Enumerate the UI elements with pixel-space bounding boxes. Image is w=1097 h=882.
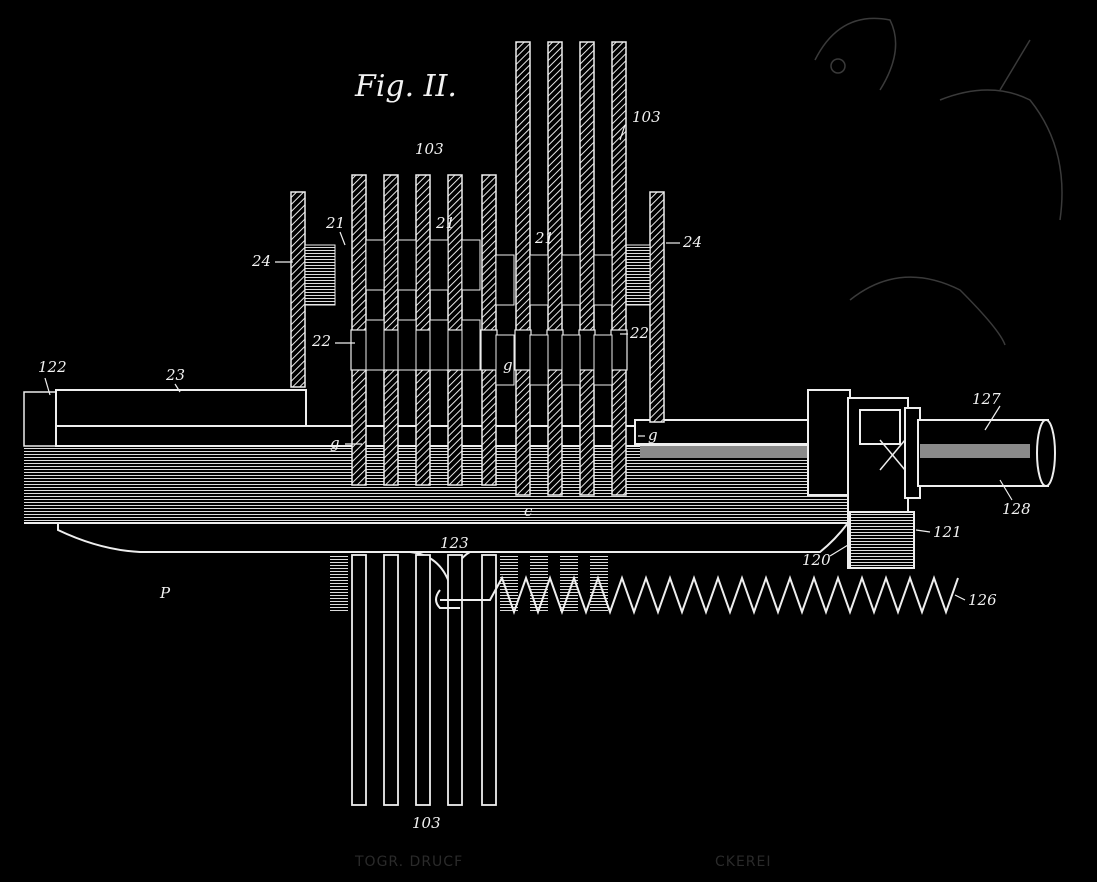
label-23: 23 [165, 366, 185, 384]
label-p: P [159, 584, 171, 602]
lower-rod-4 [481, 554, 497, 806]
spacer-low-0 [365, 319, 385, 371]
spring-hook [435, 589, 460, 609]
lower-tick-2 [530, 555, 548, 611]
lower-tick-0 [330, 555, 348, 611]
spacer-5 [529, 254, 549, 306]
spacer-low-4 [495, 334, 515, 386]
spring-coil [440, 574, 959, 616]
lower-rod-3 [447, 554, 463, 806]
spacer-0 [365, 239, 385, 291]
label-21-b: 21 [435, 214, 455, 232]
label-24-right: 24 [682, 233, 702, 251]
ghost-sketch [814, 17, 1063, 346]
lower-rod-2 [415, 554, 431, 806]
lower-rod-0 [351, 554, 367, 806]
slide-bar-g [634, 419, 811, 458]
spacer-1 [397, 239, 417, 291]
spacer-low-1 [397, 319, 417, 371]
rods-103 [350, 41, 628, 496]
spacer-3 [461, 239, 481, 291]
watermark-right: CKEREI [715, 854, 772, 870]
rod-window-2 [414, 329, 432, 371]
label-120: 120 [802, 551, 831, 569]
label-123: 123 [440, 534, 469, 552]
spacer-low-5 [529, 334, 549, 386]
label-21-a: 21 [325, 214, 345, 232]
end-block [807, 389, 1056, 569]
label-g-mid: g [503, 356, 513, 374]
label-121: 121 [933, 523, 962, 541]
lower-rod-1 [383, 554, 399, 806]
reference-labels: 103 103 103 24 24 21 21 21 22 22 122 23 … [38, 108, 1031, 832]
rod-8 [611, 41, 627, 496]
label-122: 122 [38, 358, 67, 376]
rod-window-3 [446, 329, 464, 371]
spacer-4 [495, 254, 515, 306]
label-128: 128 [1002, 500, 1031, 518]
rod-window-7 [578, 329, 596, 371]
rod-window-5 [514, 329, 532, 371]
rod-5 [515, 41, 531, 496]
label-g-right: g [648, 426, 658, 444]
label-21-c: 21 [534, 229, 554, 247]
label-126: 126 [968, 591, 997, 609]
rod-window-4 [480, 329, 498, 371]
leader-lines [44, 124, 1013, 601]
label-24-left: 24 [251, 252, 271, 270]
label-103-top-mid: 103 [415, 140, 444, 158]
rod-window-6 [546, 329, 564, 371]
spacer-low-6 [561, 334, 581, 386]
lower-tick-1 [500, 555, 518, 611]
spacer-2 [429, 239, 449, 291]
label-127: 127 [972, 390, 1001, 408]
lower-rods-103 [330, 554, 608, 806]
figure-title: Fig. II. [354, 69, 457, 104]
rod-7 [579, 41, 595, 496]
label-103-bottom: 103 [412, 814, 441, 832]
spacer-low-3 [461, 319, 481, 371]
spacer-6 [561, 254, 581, 306]
lower-tick-3 [560, 555, 578, 611]
rod-window-8 [610, 329, 628, 371]
rod-6 [547, 41, 563, 496]
guide-24-left [290, 191, 336, 388]
label-22-left: 22 [311, 332, 331, 350]
spacer-low-2 [429, 319, 449, 371]
rod-window-1 [382, 329, 400, 371]
watermark-left: TOGR. DRUCF [354, 854, 463, 870]
label-g-left: g [330, 434, 340, 452]
label-22-right: 22 [629, 324, 649, 342]
spacer-low-7 [593, 334, 613, 386]
label-103-top-right: 103 [632, 108, 661, 126]
spring-126 [435, 574, 959, 616]
spacer-7 [593, 254, 613, 306]
rod-window-0 [350, 329, 368, 371]
label-c: c [524, 502, 533, 520]
